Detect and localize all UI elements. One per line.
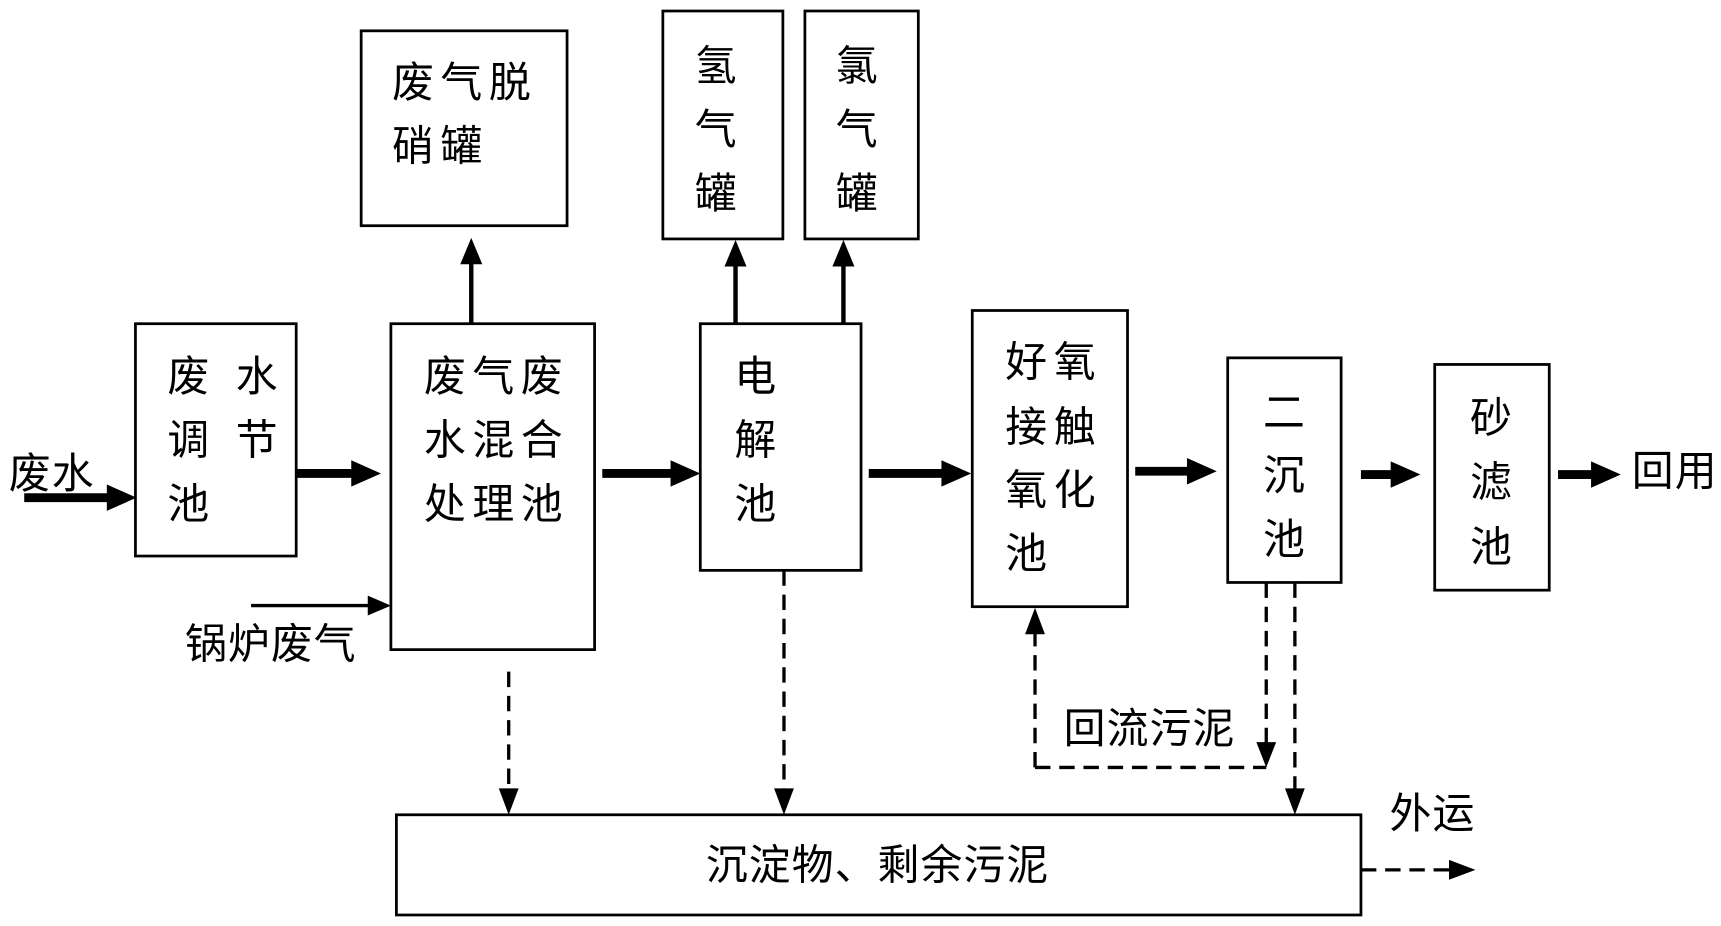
electrolysis-tank-label: 解 (734, 416, 782, 465)
chlorine-tank-box (803, 9, 920, 241)
mixing-to-denitration-arrow (460, 237, 483, 324)
secondary-sedimentation-tank-label: 沉 (1263, 451, 1311, 500)
aerobic-to-sedimentation-arrow (1135, 458, 1217, 485)
regulating-tank-box (134, 322, 298, 558)
regulating-tank-label: 废 水 (167, 352, 284, 401)
electrolysis-to-hydrogen-arrow (724, 240, 747, 324)
aerobic-contact-oxidation-tank-label: 氧化 (1005, 465, 1102, 514)
chlorine-tank-label: 氯 (836, 41, 884, 90)
sludge-collection-label: 沉淀物、剩余污泥 (706, 841, 1049, 890)
mixing-treatment-tank: 废气废 水混合 处理池 (389, 322, 596, 652)
hydrogen-tank-label: 氢 (695, 41, 743, 90)
sedimentation-to-sand-filter-arrow (1360, 461, 1421, 488)
reuse-label: 回用 (1632, 447, 1718, 496)
hydrogen-tank-label: 气 (695, 105, 743, 154)
electrolysis-tank-box (698, 322, 863, 572)
denitration-tank-label: 硝罐 (392, 122, 489, 171)
mixing-to-sludge-dashed-arrow (498, 671, 519, 815)
return-sludge-label: 回流污泥 (1064, 704, 1236, 753)
sand-filter-box (1433, 363, 1551, 592)
sludge-collection-box (395, 813, 1363, 917)
secondary-sedimentation-tank-label: 池 (1263, 515, 1311, 564)
regulating-tank-label: 调 节 (167, 416, 284, 465)
electrolysis-to-sludge-dashed-arrow (774, 570, 794, 815)
aerobic-contact-oxidation-tank: 好氧 接触 氧化 池 (970, 309, 1129, 609)
boiler-exhaust-label: 锅炉废气 (185, 619, 357, 668)
aerobic-contact-oxidation-tank-label: 好氧 (1005, 338, 1102, 387)
hydrogen-tank: 氢 气 罐 (661, 9, 785, 241)
mixing-to-electrolysis-arrow (602, 460, 701, 487)
chlorine-tank: 氯 气 罐 (803, 9, 920, 241)
aerobic-contact-oxidation-tank-box (970, 309, 1129, 609)
mixing-treatment-tank-label: 废气废 (424, 352, 569, 401)
regulating-to-mixing-arrow (296, 460, 381, 487)
aerobic-contact-oxidation-tank-label: 接触 (1005, 403, 1102, 452)
electrolysis-tank-label: 池 (734, 480, 782, 529)
sedimentation-to-sludge-dashed-arrow (1284, 582, 1305, 815)
denitration-tank-label: 废气脱 (392, 58, 537, 107)
hydrogen-tank-label: 罐 (695, 169, 743, 218)
boiler-exhaust-arrow (251, 595, 391, 616)
hydrogen-tank-box (661, 9, 785, 241)
chlorine-tank-label: 气 (836, 105, 884, 154)
denitration-tank: 废气脱 硝罐 (359, 29, 569, 228)
sand-filter-to-reuse-arrow (1558, 461, 1621, 488)
regulating-tank-label: 池 (167, 480, 215, 529)
electrolysis-tank: 电 解 池 (698, 322, 863, 572)
sand-filter-label: 滤 (1470, 458, 1518, 507)
mixing-treatment-tank-box (389, 322, 596, 652)
electrolysis-to-chlorine-arrow (832, 240, 855, 324)
electrolysis-tank-label: 电 (734, 352, 782, 401)
secondary-sedimentation-tank-box (1226, 356, 1343, 584)
sand-filter-label: 池 (1470, 523, 1518, 572)
wastewater-input-label: 废水 (9, 449, 95, 498)
mixing-treatment-tank-label: 水混合 (424, 416, 569, 465)
aerobic-contact-oxidation-tank-label: 池 (1005, 529, 1053, 578)
chlorine-tank-label: 罐 (836, 169, 884, 218)
regulating-tank: 废 水 调 节 池 (134, 322, 298, 558)
secondary-sedimentation-tank-label: 二 (1263, 388, 1311, 437)
wastewater-input-arrow (24, 484, 137, 511)
secondary-sedimentation-tank: 二 沉 池 (1226, 356, 1343, 584)
sand-filter-label: 砂 (1470, 394, 1518, 443)
denitration-tank-box (359, 29, 569, 228)
return-sludge-dashed-loop (1025, 582, 1277, 770)
mixing-treatment-tank-label: 处理池 (424, 480, 569, 529)
electrolysis-to-aerobic-arrow (868, 460, 972, 487)
haul-away-label: 外运 (1390, 789, 1476, 838)
haul-away-dashed-arrow (1360, 859, 1476, 880)
sand-filter: 砂 滤 池 (1433, 363, 1551, 592)
sludge-collection: 沉淀物、剩余污泥 (395, 813, 1363, 917)
